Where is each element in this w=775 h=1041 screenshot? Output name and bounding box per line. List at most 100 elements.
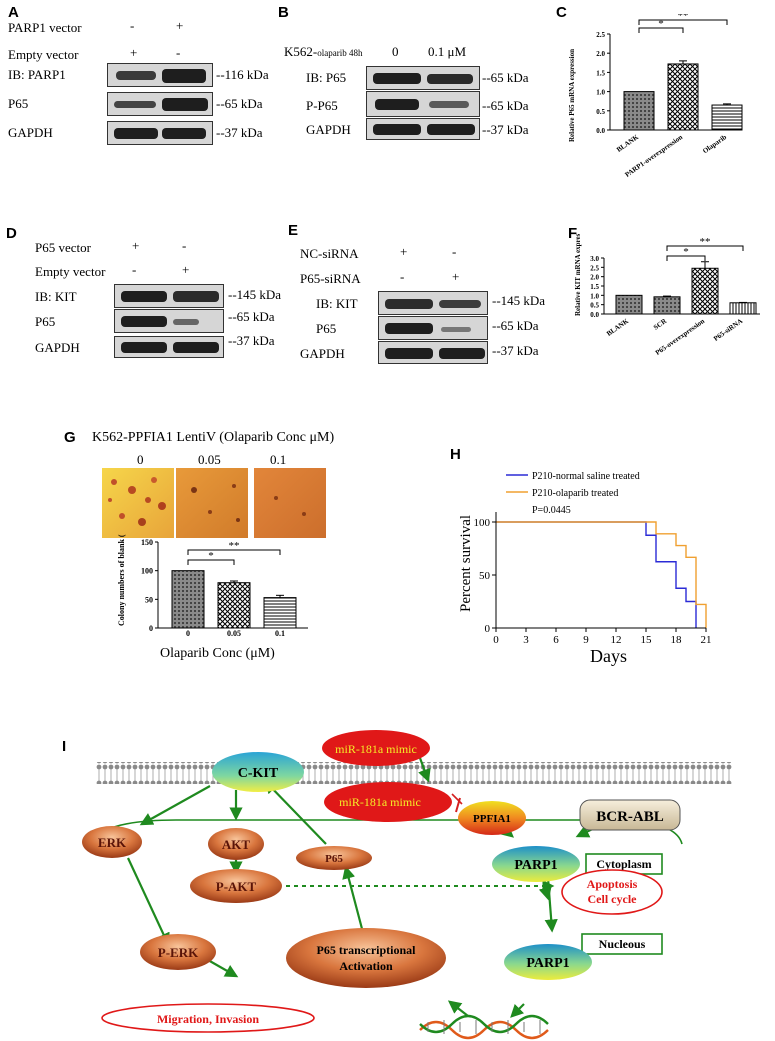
sign: +	[452, 269, 460, 284]
panel-label-d: D	[6, 225, 17, 242]
akt-node	[208, 828, 264, 860]
inhibit-line	[451, 793, 463, 805]
kda-label: --37 kDa	[482, 122, 529, 137]
dna-helix-icon	[419, 1014, 549, 1040]
western-blot-strip	[378, 341, 488, 364]
x-tick-label: P65-siRNA	[712, 317, 744, 343]
legend-label: P210-olaparib treated	[532, 488, 618, 499]
bar	[711, 104, 743, 131]
kda-label: --65 kDa	[482, 98, 529, 113]
bar	[691, 267, 719, 315]
row-label-p65-sirna: P65-siRNA	[300, 271, 361, 286]
node-label: P65 transcriptional	[317, 943, 417, 957]
panel-label-b: B	[278, 4, 289, 21]
survival-line	[496, 521, 707, 628]
p65-node	[296, 846, 372, 870]
node-label: PARP1	[526, 956, 569, 971]
row-label-nc-sirna: NC-siRNA	[300, 246, 359, 261]
panel-label-g: G	[64, 429, 76, 446]
migration-node	[101, 1003, 315, 1033]
y-tick-label: 1.0	[596, 89, 605, 97]
y-tick-label: 3.0	[590, 255, 599, 263]
western-blot-strip	[114, 284, 224, 308]
sig-brackets: ***	[666, 236, 744, 261]
colony-dish-image	[102, 468, 174, 538]
row-label-empty-vector: Empty vector	[35, 264, 106, 279]
y-tick-label: 2.5	[596, 31, 605, 39]
colony-dish-image	[254, 468, 326, 538]
sig-bracket	[638, 19, 728, 25]
y-axis-label: Colony numbers of blank (%)	[117, 534, 126, 626]
sign: -	[452, 244, 457, 259]
sign: +	[176, 18, 184, 33]
x-axis-label: Olaparib Conc (μM)	[160, 646, 275, 661]
y-tick-label: 50	[145, 595, 153, 604]
node-label: C-KIT	[238, 766, 279, 781]
arrow	[418, 757, 431, 783]
colony-images	[102, 468, 326, 538]
blot-label: GAPDH	[300, 346, 345, 361]
western-blot-strip	[378, 291, 488, 315]
dish-label: 0.1	[270, 452, 287, 467]
bar	[623, 91, 655, 131]
erk-node	[82, 826, 142, 858]
survival-line	[496, 521, 697, 628]
legend-label: P210-normal saline treated	[532, 471, 640, 482]
node-label: ERK	[98, 835, 127, 850]
western-blot-strip	[366, 91, 480, 117]
sig-star: **	[700, 236, 711, 248]
condition-label: K562-olaparib 48h	[284, 44, 363, 59]
sig-star: *	[683, 246, 689, 258]
x-tick-label: 0.05	[227, 629, 241, 638]
bars	[171, 570, 297, 629]
x-tick-label: 21	[701, 634, 712, 646]
sign: +	[400, 244, 408, 259]
western-blot-strip	[366, 118, 480, 140]
cell-membrane	[96, 762, 732, 784]
lane-label: 0	[392, 44, 399, 59]
bars	[615, 261, 757, 315]
node-label: Activation	[339, 959, 393, 973]
x-tick-label: 0	[493, 634, 499, 646]
blot-label: GAPDH	[306, 122, 351, 137]
node-label: BCR-ABL	[596, 809, 664, 825]
sig-brackets: ***	[638, 14, 728, 33]
bar	[653, 296, 681, 315]
western-blot-strip	[378, 316, 488, 340]
panel-label-c: C	[556, 4, 567, 21]
blot-label: GAPDH	[35, 340, 80, 355]
arrow	[207, 959, 239, 978]
kda-label: --37 kDa	[228, 333, 275, 348]
x-tick-label: 18	[671, 634, 683, 646]
node-label: P-AKT	[216, 879, 257, 894]
colony-title: K562-PPFIA1 LentiV (Olaparib Conc μM)	[92, 430, 335, 445]
y-tick-label: 2.0	[596, 50, 605, 58]
blot-label: IB: P65	[306, 70, 347, 85]
panel-label-e: E	[288, 222, 299, 239]
bar	[217, 582, 251, 629]
kda-label: --65 kDa	[216, 96, 263, 111]
sign: -	[130, 18, 135, 33]
bar	[667, 63, 699, 131]
kda-label: --65 kDa	[482, 70, 529, 85]
sign: +	[182, 262, 190, 277]
y-tick-label: 1.0	[590, 292, 599, 300]
western-blot-strip	[107, 121, 213, 145]
sign: -	[176, 45, 181, 60]
western-blot-strip	[107, 92, 213, 116]
sig-bracket	[666, 245, 744, 251]
kda-label: --116 kDa	[216, 67, 269, 82]
kda-label: --145 kDa	[492, 293, 546, 308]
node-label: P-ERK	[158, 945, 199, 960]
arrow	[264, 780, 327, 845]
panel-label-h: H	[450, 446, 461, 463]
y-tick-label: 0.0	[596, 127, 605, 135]
chart-h: P210-normal saline treated P210-olaparib…	[458, 471, 712, 666]
blot-label: P65	[35, 314, 56, 329]
bar	[615, 294, 643, 315]
inhibit-bar	[455, 797, 461, 813]
